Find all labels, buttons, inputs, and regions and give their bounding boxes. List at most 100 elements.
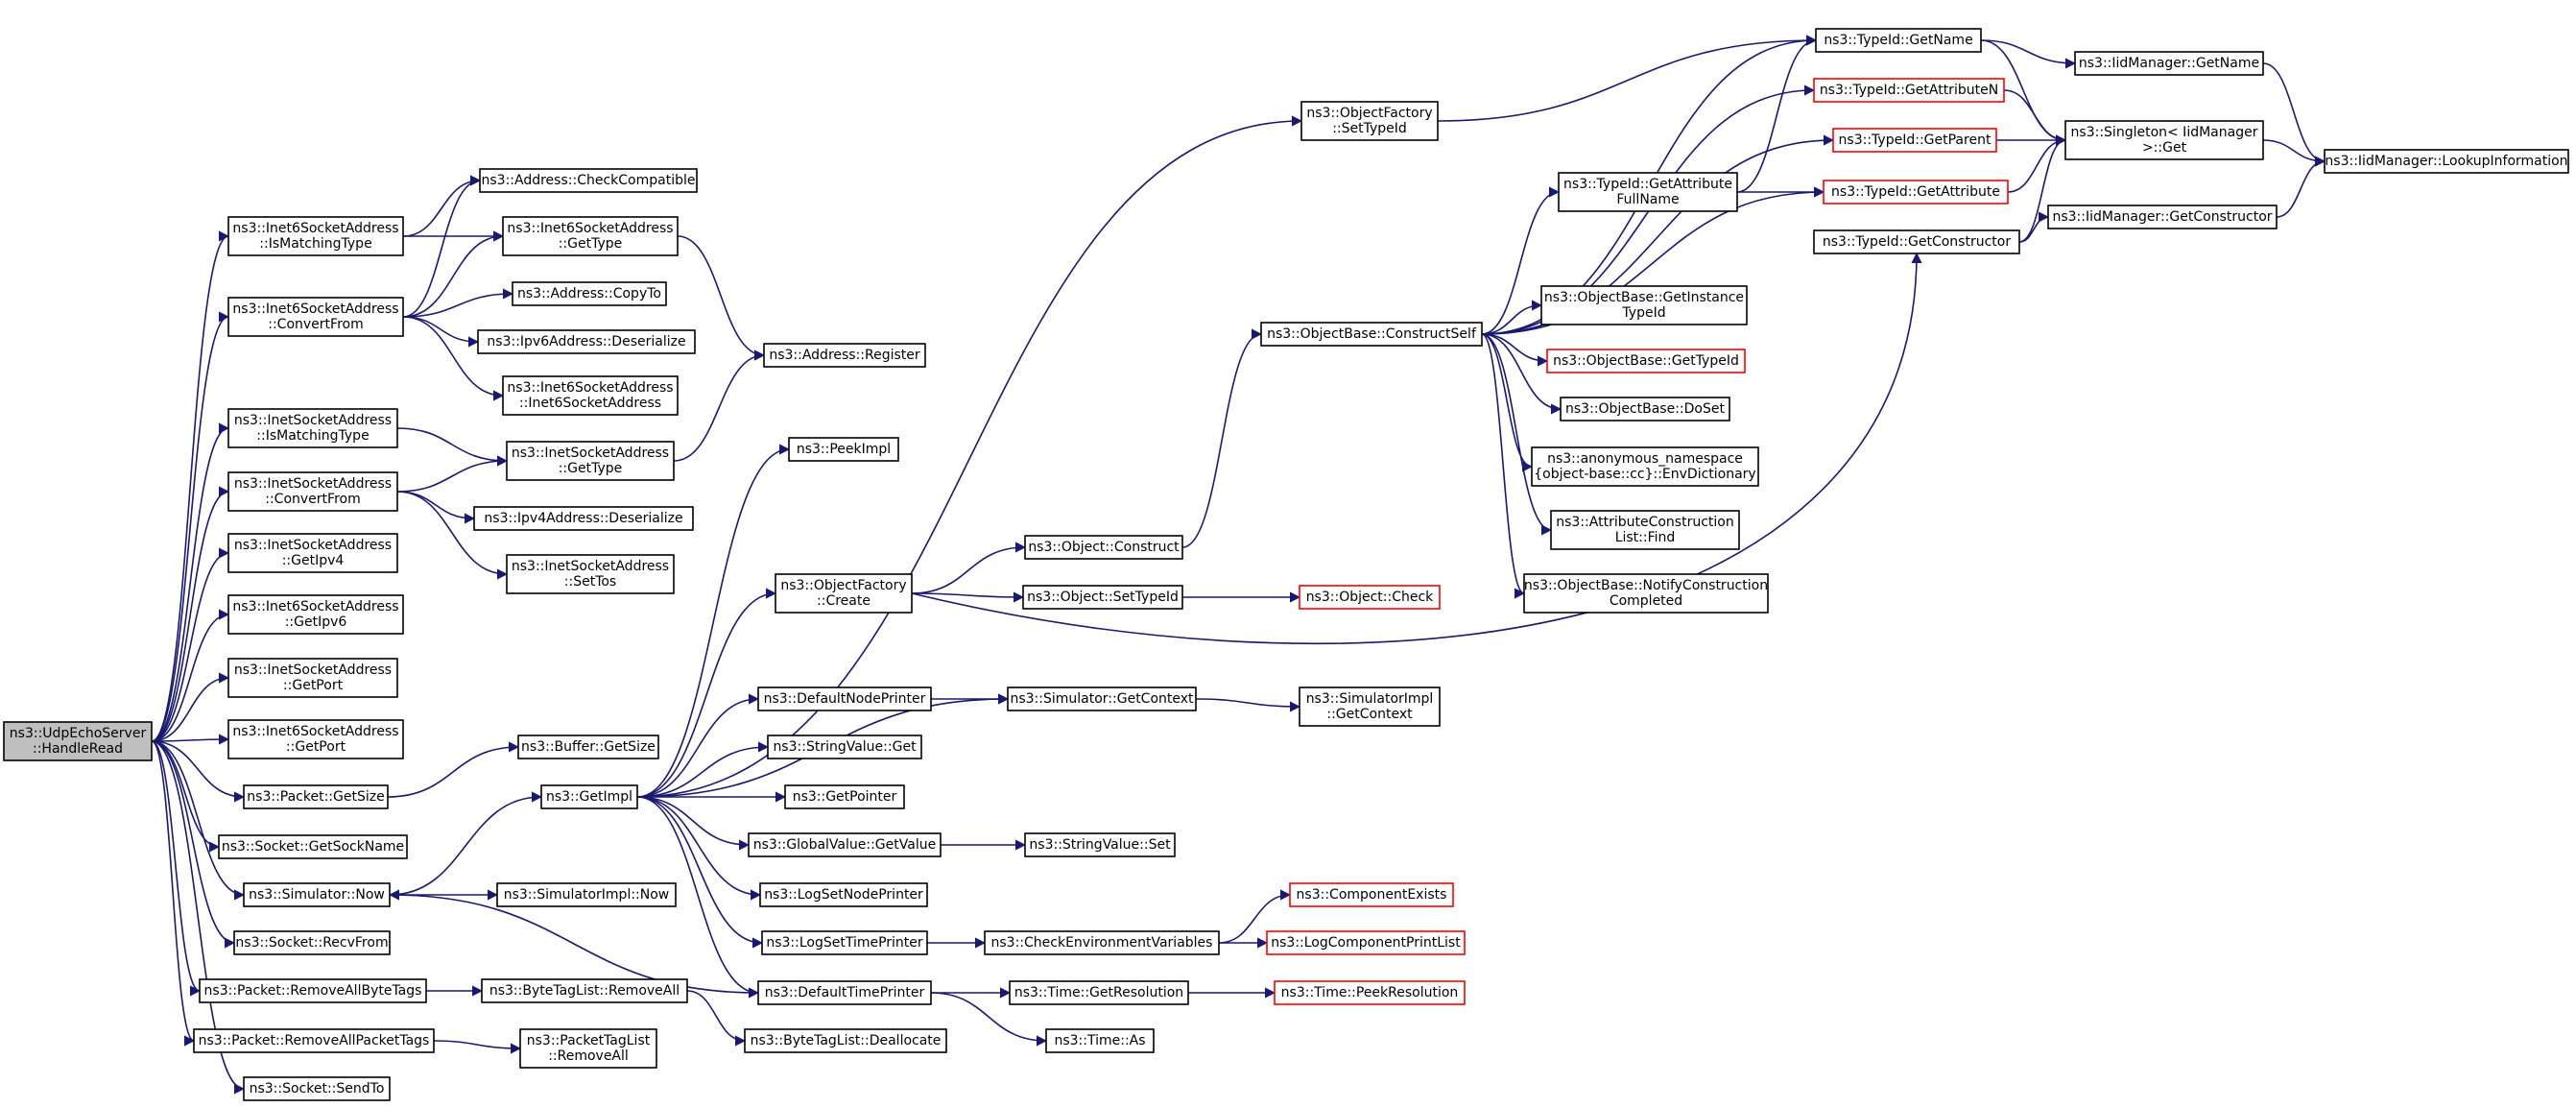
node-label: ns3::IidManager::GetConstructor [2052, 209, 2272, 225]
graph-node-obj-settypeid[interactable]: ns3::Object::SetTypeId [1022, 585, 1183, 610]
graph-node-strval-get[interactable]: ns3::StringValue::Get [767, 735, 922, 759]
graph-node-pkt-getsize[interactable]: ns3::Packet::GetSize [243, 784, 389, 809]
graph-node-ob-gettypeid[interactable]: ns3::ObjectBase::GetTypeId [1546, 349, 1746, 373]
node-box [473, 506, 694, 531]
graph-node-ob-notify[interactable]: ns3::ObjectBase::NotifyConstructionCompl… [1523, 573, 1769, 614]
graph-node-i6-getport[interactable]: ns3::Inet6SocketAddress::GetPort [227, 719, 404, 759]
graph-node-sock-recvfrom[interactable]: ns3::Socket::RecvFrom [233, 930, 391, 955]
graph-node-tid-getattrn[interactable]: ns3::TypeId::GetAttributeN [1813, 78, 2005, 103]
graph-node-tid-getctor[interactable]: ns3::TypeId::GetConstructor [1813, 229, 2020, 254]
node-label: ns3::TypeId::GetConstructor [1823, 234, 2011, 250]
graph-node-gv-getvalue[interactable]: ns3::GlobalValue::GetValue [748, 832, 942, 857]
graph-node-simimpl-getcontext[interactable]: ns3::SimulatorImpl::GetContext [1299, 686, 1441, 727]
node-box [481, 978, 688, 1003]
graph-node-i4-getport[interactable]: ns3::InetSocketAddress::GetPort [227, 658, 398, 698]
graph-node-i6-ctor[interactable]: ns3::Inet6SocketAddress::Inet6SocketAddr… [502, 375, 679, 416]
node-label: ns3::PacketTagList [527, 1033, 651, 1048]
graph-node-buf-getsize[interactable]: ns3::Buffer::GetSize [517, 735, 659, 759]
graph-node-i4-gettype[interactable]: ns3::InetSocketAddress::GetType [506, 441, 675, 481]
graph-node-of-create[interactable]: ns3::ObjectFactory::Create [775, 573, 913, 614]
node-label: ns3::Object::SetTypeId [1027, 590, 1179, 605]
node-box [3, 721, 153, 761]
graph-node-iid-getctor[interactable]: ns3::IidManager::GetConstructor [2047, 205, 2278, 229]
graph-node-strval-set[interactable]: ns3::StringValue::Set [1024, 832, 1176, 857]
node-label: ::GetType [559, 236, 623, 252]
graph-node-btl-removeall[interactable]: ns3::ByteTagList::RemoveAll [481, 978, 688, 1003]
node-label: ns3::Inet6SocketAddress [507, 221, 673, 236]
edge-sim-getcontext-to-simimpl-getcontext [1195, 698, 1301, 712]
node-box [227, 719, 404, 759]
graph-node-singleton-get[interactable]: ns3::Singleton< IidManager>::Get [2064, 120, 2264, 160]
graph-node-ptl-removeall[interactable]: ns3::PacketTagList::RemoveAll [519, 1028, 657, 1069]
node-label: ::ConvertFrom [265, 492, 360, 507]
graph-node-obj-construct[interactable]: ns3::Object::Construct [1024, 535, 1183, 560]
graph-node-iid-getname[interactable]: ns3::IidManager::GetName [2074, 51, 2264, 76]
node-label: ::GetType [559, 461, 623, 476]
graph-node-tid-getparent[interactable]: ns3::TypeId::GetParent [1832, 128, 1997, 153]
node-box [517, 735, 659, 759]
graph-node-sim-now[interactable]: ns3::Simulator::Now [243, 882, 391, 907]
graph-node-tid-getattr[interactable]: ns3::TypeId::GetAttribute [1823, 180, 2009, 205]
graph-node-time-getres[interactable]: ns3::Time::GetResolution [1009, 980, 1189, 1005]
graph-node-ob-doset[interactable]: ns3::ObjectBase::DoSet [1560, 397, 1730, 422]
graph-node-tid-getname[interactable]: ns3::TypeId::GetName [1815, 28, 1982, 53]
graph-node-addr-register[interactable]: ns3::Address::Register [763, 343, 926, 368]
graph-node-peekimpl[interactable]: ns3::PeekImpl [788, 437, 899, 462]
graph-node-ipv6-deser[interactable]: ns3::Ipv6Address::Deserialize [477, 329, 696, 354]
graph-node-logsetnodeprinter[interactable]: ns3::LogSetNodePrinter [759, 882, 928, 907]
node-box [243, 1076, 391, 1101]
node-label: ns3::Object::Construct [1028, 540, 1180, 555]
node-label: ns3::SimulatorImpl [1306, 691, 1434, 707]
graph-node-i4-ismatch[interactable]: ns3::InetSocketAddress::IsMatchingType [227, 408, 398, 448]
node-label: ns3::DefaultTimePrinter [765, 985, 925, 1000]
graph-node-sock-getsockname[interactable]: ns3::Socket::GetSockName [218, 834, 408, 859]
graph-node-pkt-rmpkt[interactable]: ns3::Packet::RemoveAllPacketTags [193, 1028, 435, 1053]
graph-node-getimpl[interactable]: ns3::GetImpl [540, 784, 638, 809]
graph-node-root[interactable]: ns3::UdpEchoServer::HandleRead [3, 721, 153, 761]
node-box [218, 834, 408, 859]
graph-node-i4-convert[interactable]: ns3::InetSocketAddress::ConvertFrom [227, 471, 398, 512]
graph-node-ob-constructself[interactable]: ns3::ObjectBase::ConstructSelf [1260, 322, 1483, 347]
graph-node-sim-getcontext[interactable]: ns3::Simulator::GetContext [1007, 686, 1197, 711]
graph-node-defnodeprinter[interactable]: ns3::DefaultNodePrinter [757, 686, 932, 711]
graph-node-iid-lookup[interactable]: ns3::IidManager::LookupInformation [2324, 149, 2569, 174]
graph-node-time-peekres[interactable]: ns3::Time::PeekResolution [1274, 980, 1466, 1005]
graph-node-i6-gettype[interactable]: ns3::Inet6SocketAddress::GetType [502, 216, 679, 256]
graph-node-i6-getipv6[interactable]: ns3::Inet6SocketAddress::GetIpv6 [227, 594, 404, 635]
node-label: ns3::Time::GetResolution [1014, 985, 1183, 1000]
graph-node-checkenv[interactable]: ns3::CheckEnvironmentVariables [984, 930, 1220, 955]
graph-node-simimpl-now[interactable]: ns3::SimulatorImpl::Now [496, 882, 677, 907]
graph-node-i6-convert[interactable]: ns3::Inet6SocketAddress::ConvertFrom [227, 297, 404, 337]
graph-node-obj-check[interactable]: ns3::Object::Check [1299, 585, 1441, 610]
graph-node-deftimeprinter[interactable]: ns3::DefaultTimePrinter [757, 980, 932, 1005]
graph-node-anon-envdict[interactable]: ns3::anonymous_namespace{object-base::cc… [1531, 446, 1759, 487]
node-label: ns3::GlobalValue::GetValue [753, 837, 936, 853]
node-label: ns3::TypeId::GetParent [1839, 132, 1992, 148]
graph-node-ipv4-deser[interactable]: ns3::Ipv4Address::Deserialize [473, 506, 694, 531]
edge-iid-getctor-to-iid-lookup [2276, 156, 2326, 218]
graph-node-sock-sendto[interactable]: ns3::Socket::SendTo [243, 1076, 391, 1101]
node-box [227, 533, 398, 573]
edge-deftimeprinter-to-sim-now [388, 889, 759, 994]
graph-node-getpointer[interactable]: ns3::GetPointer [784, 784, 905, 809]
graph-node-i4-settos[interactable]: ns3::InetSocketAddress::SetTos [506, 554, 675, 594]
node-box [788, 437, 899, 462]
node-box [540, 784, 638, 809]
graph-node-i4-getipv4[interactable]: ns3::InetSocketAddress::GetIpv4 [227, 533, 398, 573]
graph-node-addr-copyto[interactable]: ns3::Address::CopyTo [512, 281, 667, 306]
graph-node-addr-checkcompat[interactable]: ns3::Address::CheckCompatible [479, 168, 698, 193]
graph-node-i6-ismatch[interactable]: ns3::Inet6SocketAddress::IsMatchingType [227, 216, 404, 256]
graph-node-time-as[interactable]: ns3::Time::As [1045, 1028, 1155, 1053]
graph-node-pkt-rmbyte[interactable]: ns3::Packet::RemoveAllByteTags [199, 978, 427, 1003]
node-box [1260, 322, 1483, 347]
graph-node-logsettimeprinter[interactable]: ns3::LogSetTimePrinter [761, 930, 928, 955]
node-box [1022, 585, 1183, 610]
graph-node-logcompprint[interactable]: ns3::LogComponentPrintList [1266, 930, 1466, 955]
graph-node-btl-dealloc[interactable]: ns3::ByteTagList::Deallocate [744, 1028, 947, 1053]
graph-node-of-settypeid[interactable]: ns3::ObjectFactory::SetTypeId [1300, 101, 1439, 141]
graph-node-compexists[interactable]: ns3::ComponentExists [1289, 882, 1454, 907]
edge-deftimeprinter-to-time-as [930, 992, 1048, 1047]
